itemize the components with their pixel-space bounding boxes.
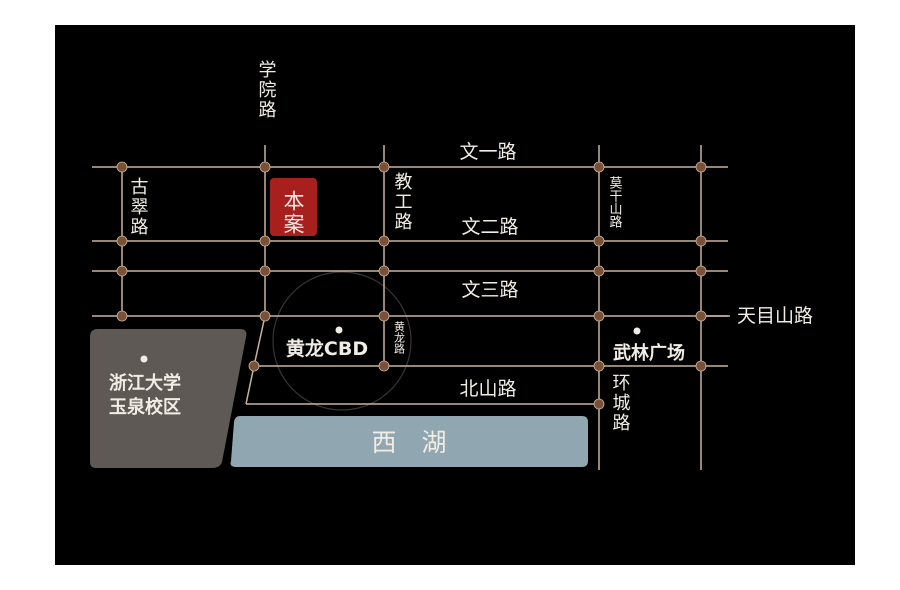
node: [378, 360, 390, 372]
node: [695, 360, 707, 372]
node: [695, 310, 707, 322]
label-huanglong-cbd: 黄龙CBD: [286, 337, 368, 360]
node: [116, 265, 128, 277]
node: [259, 235, 271, 247]
label-campus-line2: 玉泉校区: [109, 396, 181, 418]
node: [593, 310, 605, 322]
label-moganshan: 莫干山路: [607, 176, 623, 228]
node: [259, 161, 271, 173]
wulin-dot: [633, 327, 641, 335]
label-xueyuan: 学院路: [256, 60, 277, 120]
project-marker[interactable]: [270, 178, 317, 236]
label-west-lake: 西 湖: [371, 428, 446, 457]
label-wulin-square: 武林广场: [613, 342, 685, 364]
node: [378, 161, 390, 173]
node: [378, 265, 390, 277]
node: [259, 310, 271, 322]
node: [116, 161, 128, 173]
campus-dot: [140, 355, 148, 363]
node: [695, 235, 707, 247]
label-wener: 文二路: [461, 216, 518, 238]
node: [116, 310, 128, 322]
road-west-diagonal-2: [245, 365, 255, 405]
label-jiaogong: 教工路: [392, 172, 413, 232]
label-gucui: 古翠路: [128, 177, 149, 237]
node: [378, 235, 390, 247]
cbd-circle: [272, 271, 412, 411]
node: [116, 235, 128, 247]
label-tianmushan: 天目山路: [737, 305, 813, 327]
campus-area: [90, 329, 247, 468]
label-huanglong: 黄龙路: [393, 320, 406, 355]
node: [593, 161, 605, 173]
node: [695, 161, 707, 173]
label-wenyi: 文一路: [459, 141, 516, 163]
map-canvas: 文一路 文二路 文三路 天目山路 北山路 学院路 古翠路 教工路 莫干山路 黄龙…: [55, 25, 855, 565]
node: [593, 235, 605, 247]
node: [593, 265, 605, 277]
cbd-dot: [335, 326, 343, 334]
node: [695, 265, 707, 277]
node: [593, 360, 605, 372]
label-project[interactable]: 本案: [281, 190, 305, 236]
node: [248, 360, 260, 372]
label-campus-line1: 浙江大学: [109, 372, 181, 394]
node: [593, 398, 605, 410]
road-west-diagonal: [253, 315, 266, 367]
node: [378, 310, 390, 322]
label-wensan: 文三路: [461, 279, 518, 301]
label-beishan: 北山路: [459, 378, 516, 400]
west-lake-area: [230, 416, 589, 467]
label-huancheng: 环城路: [610, 373, 631, 433]
node: [259, 265, 271, 277]
